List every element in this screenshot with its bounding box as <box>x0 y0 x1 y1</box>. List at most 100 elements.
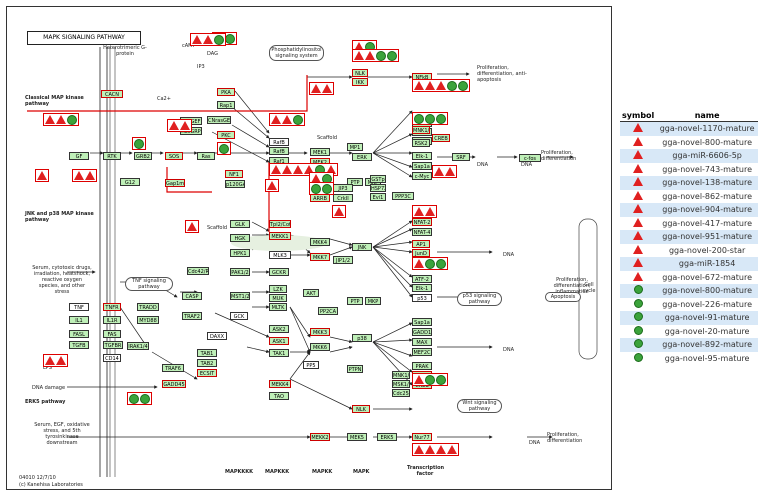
gene-sap1a2[interactable]: Sap1a <box>412 318 432 326</box>
gene-ikk[interactable]: IKK <box>352 78 368 86</box>
gene-mlk3[interactable]: MLK3 <box>269 251 291 259</box>
gene-srf[interactable]: SRF <box>452 153 470 161</box>
gene-sap1a[interactable]: Sap1a <box>412 162 432 170</box>
gene-glk[interactable]: GLK <box>230 220 250 228</box>
gene-pkc[interactable]: PKC <box>217 131 235 139</box>
gene-jip3[interactable]: JIP3 <box>333 184 353 192</box>
gene-pp2ca[interactable]: PP2CA <box>318 307 338 315</box>
gene-irak14[interactable]: IRAK1/4 <box>127 342 149 350</box>
gene-tgfb[interactable]: TGFB <box>69 341 89 349</box>
gene-tnfr[interactable]: TNFR <box>103 303 121 311</box>
gene-mkk4[interactable]: MKK4 <box>310 238 330 246</box>
gene-gck[interactable]: GCK <box>230 312 248 320</box>
gene-sos[interactable]: SOS <box>165 152 183 160</box>
gene-creb[interactable]: CREB <box>432 134 450 142</box>
gene-daxx[interactable]: DAXX <box>207 332 227 340</box>
gene-ask1[interactable]: ASK1 <box>269 337 289 345</box>
gene-mltk[interactable]: MLTK <box>269 303 287 311</box>
gene-nur77[interactable]: Nur77 <box>412 433 432 441</box>
gene-mekk2[interactable]: MEKK2 <box>310 433 330 441</box>
gene-gadd45[interactable]: GADD45 <box>162 380 186 388</box>
link-p53-pathway[interactable]: p53 signaling pathway <box>457 292 502 306</box>
gene-casp[interactable]: CASP <box>182 292 202 300</box>
gene-mnk12[interactable]: MNK1/2 <box>412 126 430 134</box>
gene-mnk12b[interactable]: MNK1/2 <box>392 371 410 379</box>
gene-il1r[interactable]: IL1R <box>103 316 121 324</box>
gene-akt[interactable]: AKT <box>303 289 319 297</box>
gene-jip1[interactable]: JIP1/2 <box>333 256 353 264</box>
gene-evi1[interactable]: Evi1 <box>370 193 386 201</box>
gene-cacn[interactable]: CACN <box>101 90 123 98</box>
gene-gadd153[interactable]: GADD153 <box>412 328 432 336</box>
gene-raf1[interactable]: RafB <box>269 138 289 146</box>
gene-cmyc[interactable]: c-Myc <box>412 172 432 180</box>
link-wnt-pathway[interactable]: Wnt signaling pathway <box>457 399 502 413</box>
gene-mek1[interactable]: MEK1 <box>310 148 330 156</box>
gene-jnk[interactable]: JNK <box>352 243 372 251</box>
gene-rsk2[interactable]: RSK2 <box>412 139 430 147</box>
gene-arrb[interactable]: ARRB <box>310 194 330 202</box>
gene-gckr[interactable]: GCKR <box>269 268 289 276</box>
gene-ppp3c[interactable]: PPP3C <box>392 192 414 200</box>
gene-rtk[interactable]: RTK <box>103 152 121 160</box>
gene-ptp[interactable]: PTP <box>347 178 363 186</box>
gene-elk1b[interactable]: Elk-1 <box>412 284 432 292</box>
gene-mkk3[interactable]: MKK3 <box>310 328 330 336</box>
gene-hgk[interactable]: HGK <box>230 234 250 242</box>
gene-cnrasgef[interactable]: CNrasGEF <box>207 116 231 124</box>
gene-rap1[interactable]: Rap1 <box>217 101 235 109</box>
gene-cdc25b[interactable]: Cdc25B <box>392 389 410 397</box>
gene-traf6[interactable]: TRAF6 <box>162 364 184 372</box>
link-tnf-pathway[interactable]: TNF signaling pathway <box>125 277 173 291</box>
gene-nlk[interactable]: NLK <box>352 69 368 77</box>
gene-mkk6[interactable]: MKK6 <box>310 343 330 351</box>
gene-tak1[interactable]: TAK1 <box>269 349 289 357</box>
gene-traf2[interactable]: TRAF2 <box>182 312 202 320</box>
gene-hpk1[interactable]: HPK1 <box>230 249 250 257</box>
gene-cfos[interactable]: c-fos <box>519 154 541 162</box>
gene-mkk7[interactable]: MKK7 <box>310 253 330 261</box>
gene-erk5[interactable]: ERK5 <box>377 433 397 441</box>
gene-mek5[interactable]: MEK5 <box>347 433 367 441</box>
gene-il1[interactable]: IL1 <box>69 316 89 324</box>
gene-cdc42[interactable]: Cdc42/Rac <box>187 267 209 275</box>
gene-prak[interactable]: PRAK <box>412 362 432 370</box>
gene-ecsit[interactable]: ECSIT <box>197 369 217 377</box>
gene-crkii[interactable]: CrkII <box>333 194 353 202</box>
gene-rafb[interactable]: RafB <box>269 147 289 155</box>
gene-elk1[interactable]: Elk-1 <box>412 152 432 160</box>
gene-gap1m[interactable]: Gap1m <box>165 179 185 187</box>
gene-ptp2[interactable]: PTP <box>347 297 363 305</box>
gene-ask2[interactable]: ASK2 <box>269 325 289 333</box>
gene-tpl2[interactable]: Tpl2/Cot <box>269 220 291 228</box>
gene-fasl[interactable]: FASL <box>69 330 89 338</box>
gene-nfat2[interactable]: NFAT-2 <box>412 218 432 226</box>
gene-mst12[interactable]: MST1/2 <box>230 292 250 300</box>
gene-erk[interactable]: ERK <box>352 153 372 161</box>
gene-p38[interactable]: p38 <box>352 334 372 342</box>
gene-nlk2[interactable]: NLK <box>352 405 370 413</box>
gene-lzk[interactable]: LZK <box>269 285 287 293</box>
gene-p53[interactable]: p53 <box>412 294 432 302</box>
gene-pak12[interactable]: PAK1/2 <box>230 268 250 276</box>
gene-mkp2[interactable]: MKP <box>365 297 381 305</box>
gene-gstp[interactable]: GSTp <box>370 175 386 183</box>
gene-msk12[interactable]: MSK1/2 <box>392 380 410 388</box>
gene-tab2[interactable]: TAB2 <box>197 359 217 367</box>
gene-junD[interactable]: JunD <box>412 249 430 257</box>
gene-atf2[interactable]: ATF-2 <box>412 275 432 283</box>
link-phosphatidylinositol[interactable]: Phosphatidylinositol signaling system <box>269 45 324 61</box>
gene-nf1[interactable]: NF1 <box>225 170 243 178</box>
gene-p120gap[interactable]: p120GAP <box>225 180 245 188</box>
gene-ap1[interactable]: AP1 <box>412 240 430 248</box>
gene-fas[interactable]: FAS <box>103 330 121 338</box>
gene-mekk4[interactable]: MEKK4 <box>269 380 291 388</box>
gene-mekk1[interactable]: MEKK1 <box>269 232 291 240</box>
gene-ptpn[interactable]: PTPN <box>347 365 363 373</box>
gene-hspa72[interactable]: HSP72 <box>370 184 386 192</box>
gene-muk[interactable]: MUK <box>269 294 287 302</box>
gene-tab1[interactable]: TAB1 <box>197 349 217 357</box>
gene-grb2[interactable]: GRB2 <box>134 152 152 160</box>
gene-pp5[interactable]: PP5 <box>303 361 319 369</box>
gene-myd88[interactable]: MYD88 <box>137 316 159 324</box>
